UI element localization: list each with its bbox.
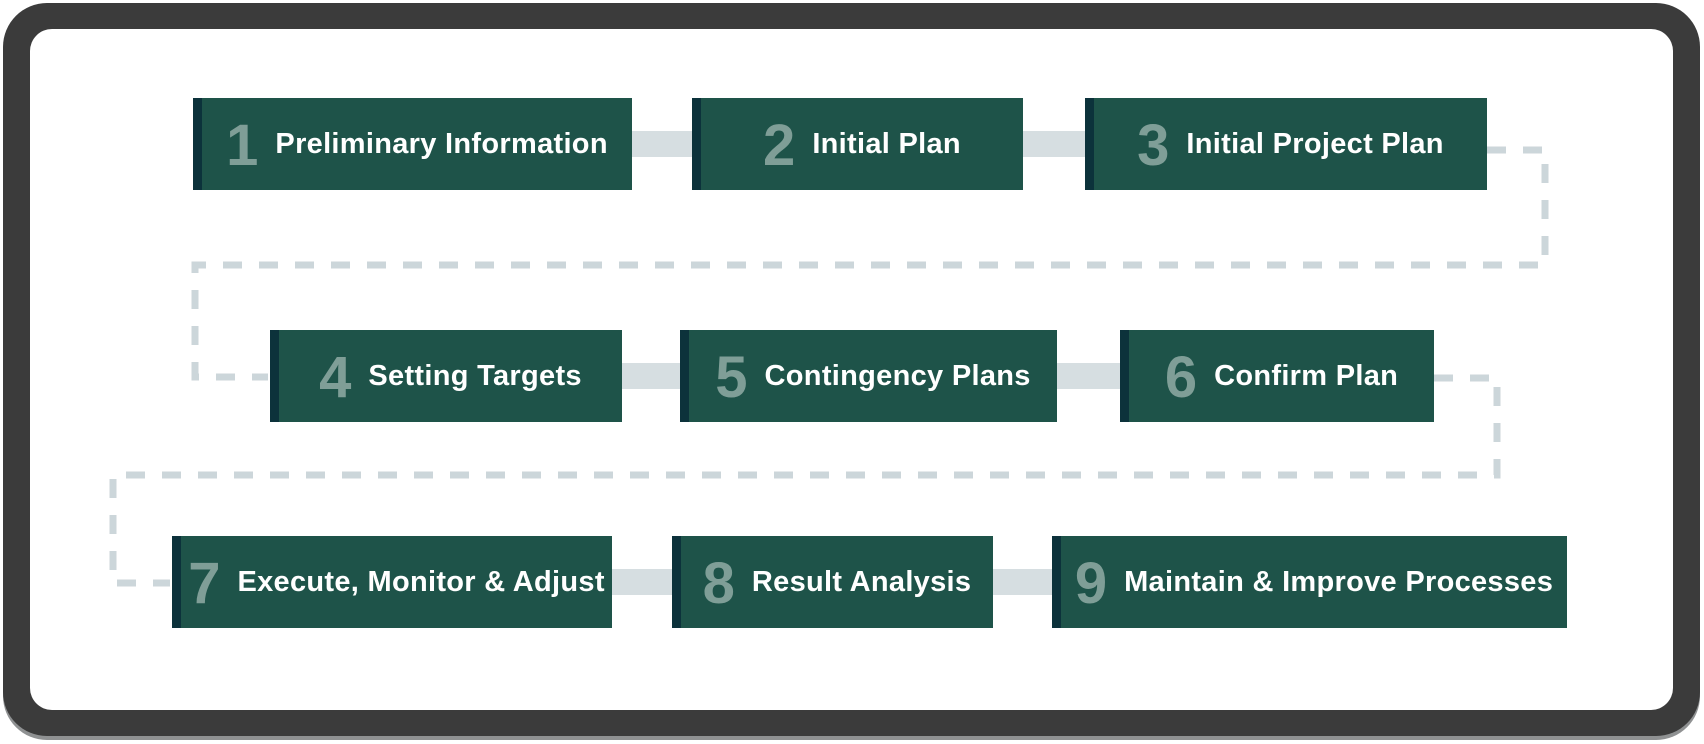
connector-step4-step5: [622, 363, 680, 389]
step-number: 7: [188, 551, 221, 616]
step-box-9: 9 Maintain & Improve Processes: [1052, 536, 1567, 628]
step-number: 3: [1137, 113, 1170, 178]
step-box-2: 2 Initial Plan: [692, 98, 1023, 190]
step-label: Preliminary Information: [275, 127, 608, 160]
step-box-6: 6 Confirm Plan: [1120, 330, 1434, 422]
step-box-7: 7 Execute, Monitor & Adjust: [172, 536, 612, 628]
step-label: Confirm Plan: [1214, 359, 1399, 392]
connector-step2-step3: [1023, 131, 1085, 157]
connector-step5-step6: [1057, 363, 1120, 389]
step-label: Initial Plan: [812, 127, 961, 160]
step-number: 4: [319, 345, 352, 410]
step-label: Contingency Plans: [764, 359, 1031, 392]
connector-step8-step9: [993, 569, 1052, 595]
step-label: Execute, Monitor & Adjust: [237, 565, 605, 598]
step-number: 8: [702, 551, 735, 616]
step-number: 6: [1164, 345, 1198, 410]
step-label: Result Analysis: [751, 565, 972, 598]
connector-step1-step2: [632, 131, 692, 157]
step-label: Setting Targets: [368, 359, 582, 392]
step-label: Maintain & Improve Processes: [1124, 565, 1554, 598]
step-label: Initial Project Plan: [1186, 127, 1444, 160]
step-number: 9: [1074, 551, 1108, 616]
step-box-5: 5 Contingency Plans: [680, 330, 1057, 422]
step-number: 5: [715, 345, 748, 410]
step-box-1: 1 Preliminary Information: [193, 98, 632, 190]
connector-step7-step8: [612, 569, 672, 595]
step-box-4: 4 Setting Targets: [270, 330, 622, 422]
step-number: 1: [226, 113, 259, 178]
step-box-8: 8 Result Analysis: [672, 536, 993, 628]
step-box-3: 3 Initial Project Plan: [1085, 98, 1487, 190]
step-number: 2: [763, 113, 796, 178]
